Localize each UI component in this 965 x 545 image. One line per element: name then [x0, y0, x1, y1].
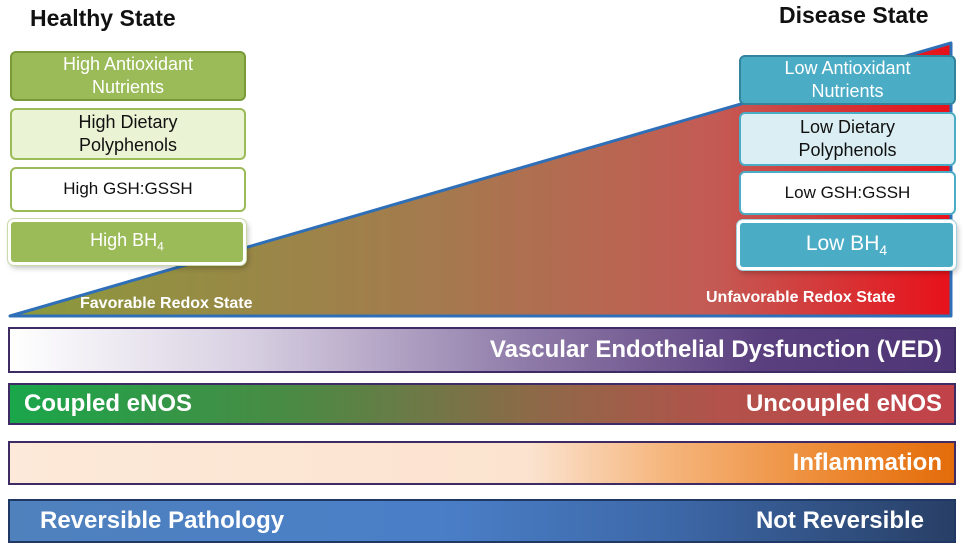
high-bh4-label: High BH4	[90, 229, 164, 254]
favorable-redox-label: Favorable Redox State	[80, 295, 253, 312]
high-antioxidant-line1: High Antioxidant	[62, 53, 194, 74]
low-antioxidant-box: Low Antioxidant Nutrients	[739, 55, 956, 105]
coupled-enos-label: Coupled eNOS	[24, 390, 193, 417]
healthy-state-title: Healthy State	[30, 5, 176, 31]
not-reversible-label: Not Reversible	[755, 507, 924, 534]
high-polyphenols-box: High Dietary Polyphenols	[10, 108, 246, 160]
inflammation-bar: Inflammation	[8, 441, 956, 485]
enos-bar: Coupled eNOS Uncoupled eNOS	[8, 383, 956, 425]
low-polyphenols-line1: Low Dietary	[799, 116, 896, 137]
high-antioxidant-line2: Nutrients	[91, 77, 165, 97]
high-antioxidant-box: High Antioxidant Nutrients	[10, 51, 246, 101]
uncoupled-enos-label: Uncoupled eNOS	[745, 390, 942, 417]
unfavorable-redox-label: Unfavorable Redox State	[706, 289, 896, 306]
high-gsh-label: High GSH:GSSH	[63, 179, 193, 199]
reversible-pathology-label: Reversible Pathology	[40, 507, 285, 534]
low-bh4-box: Low BH4	[737, 220, 956, 270]
inflammation-label: Inflammation	[792, 449, 942, 476]
low-gsh-box: Low GSH:GSSH	[739, 171, 956, 215]
ved-bar: Vascular Endothelial Dysfunction (VED)	[8, 327, 956, 373]
high-bh4-box: High BH4	[8, 219, 246, 265]
high-gsh-box: High GSH:GSSH	[10, 167, 246, 212]
low-bh4-label: Low BH4	[805, 232, 888, 259]
high-polyphenols-line1: High Dietary	[78, 111, 178, 132]
ved-label: Vascular Endothelial Dysfunction (VED)	[489, 336, 942, 363]
disease-state-title: Disease State	[779, 2, 929, 28]
high-polyphenols-line2: Polyphenols	[78, 135, 178, 155]
low-antioxidant-line2: Nutrients	[811, 81, 884, 101]
low-gsh-label: Low GSH:GSSH	[784, 182, 911, 202]
low-polyphenols-line2: Polyphenols	[798, 140, 897, 160]
low-polyphenols-box: Low Dietary Polyphenols	[739, 112, 956, 166]
low-antioxidant-line1: Low Antioxidant	[784, 57, 911, 78]
reversibility-bar: Reversible Pathology Not Reversible	[8, 499, 956, 543]
